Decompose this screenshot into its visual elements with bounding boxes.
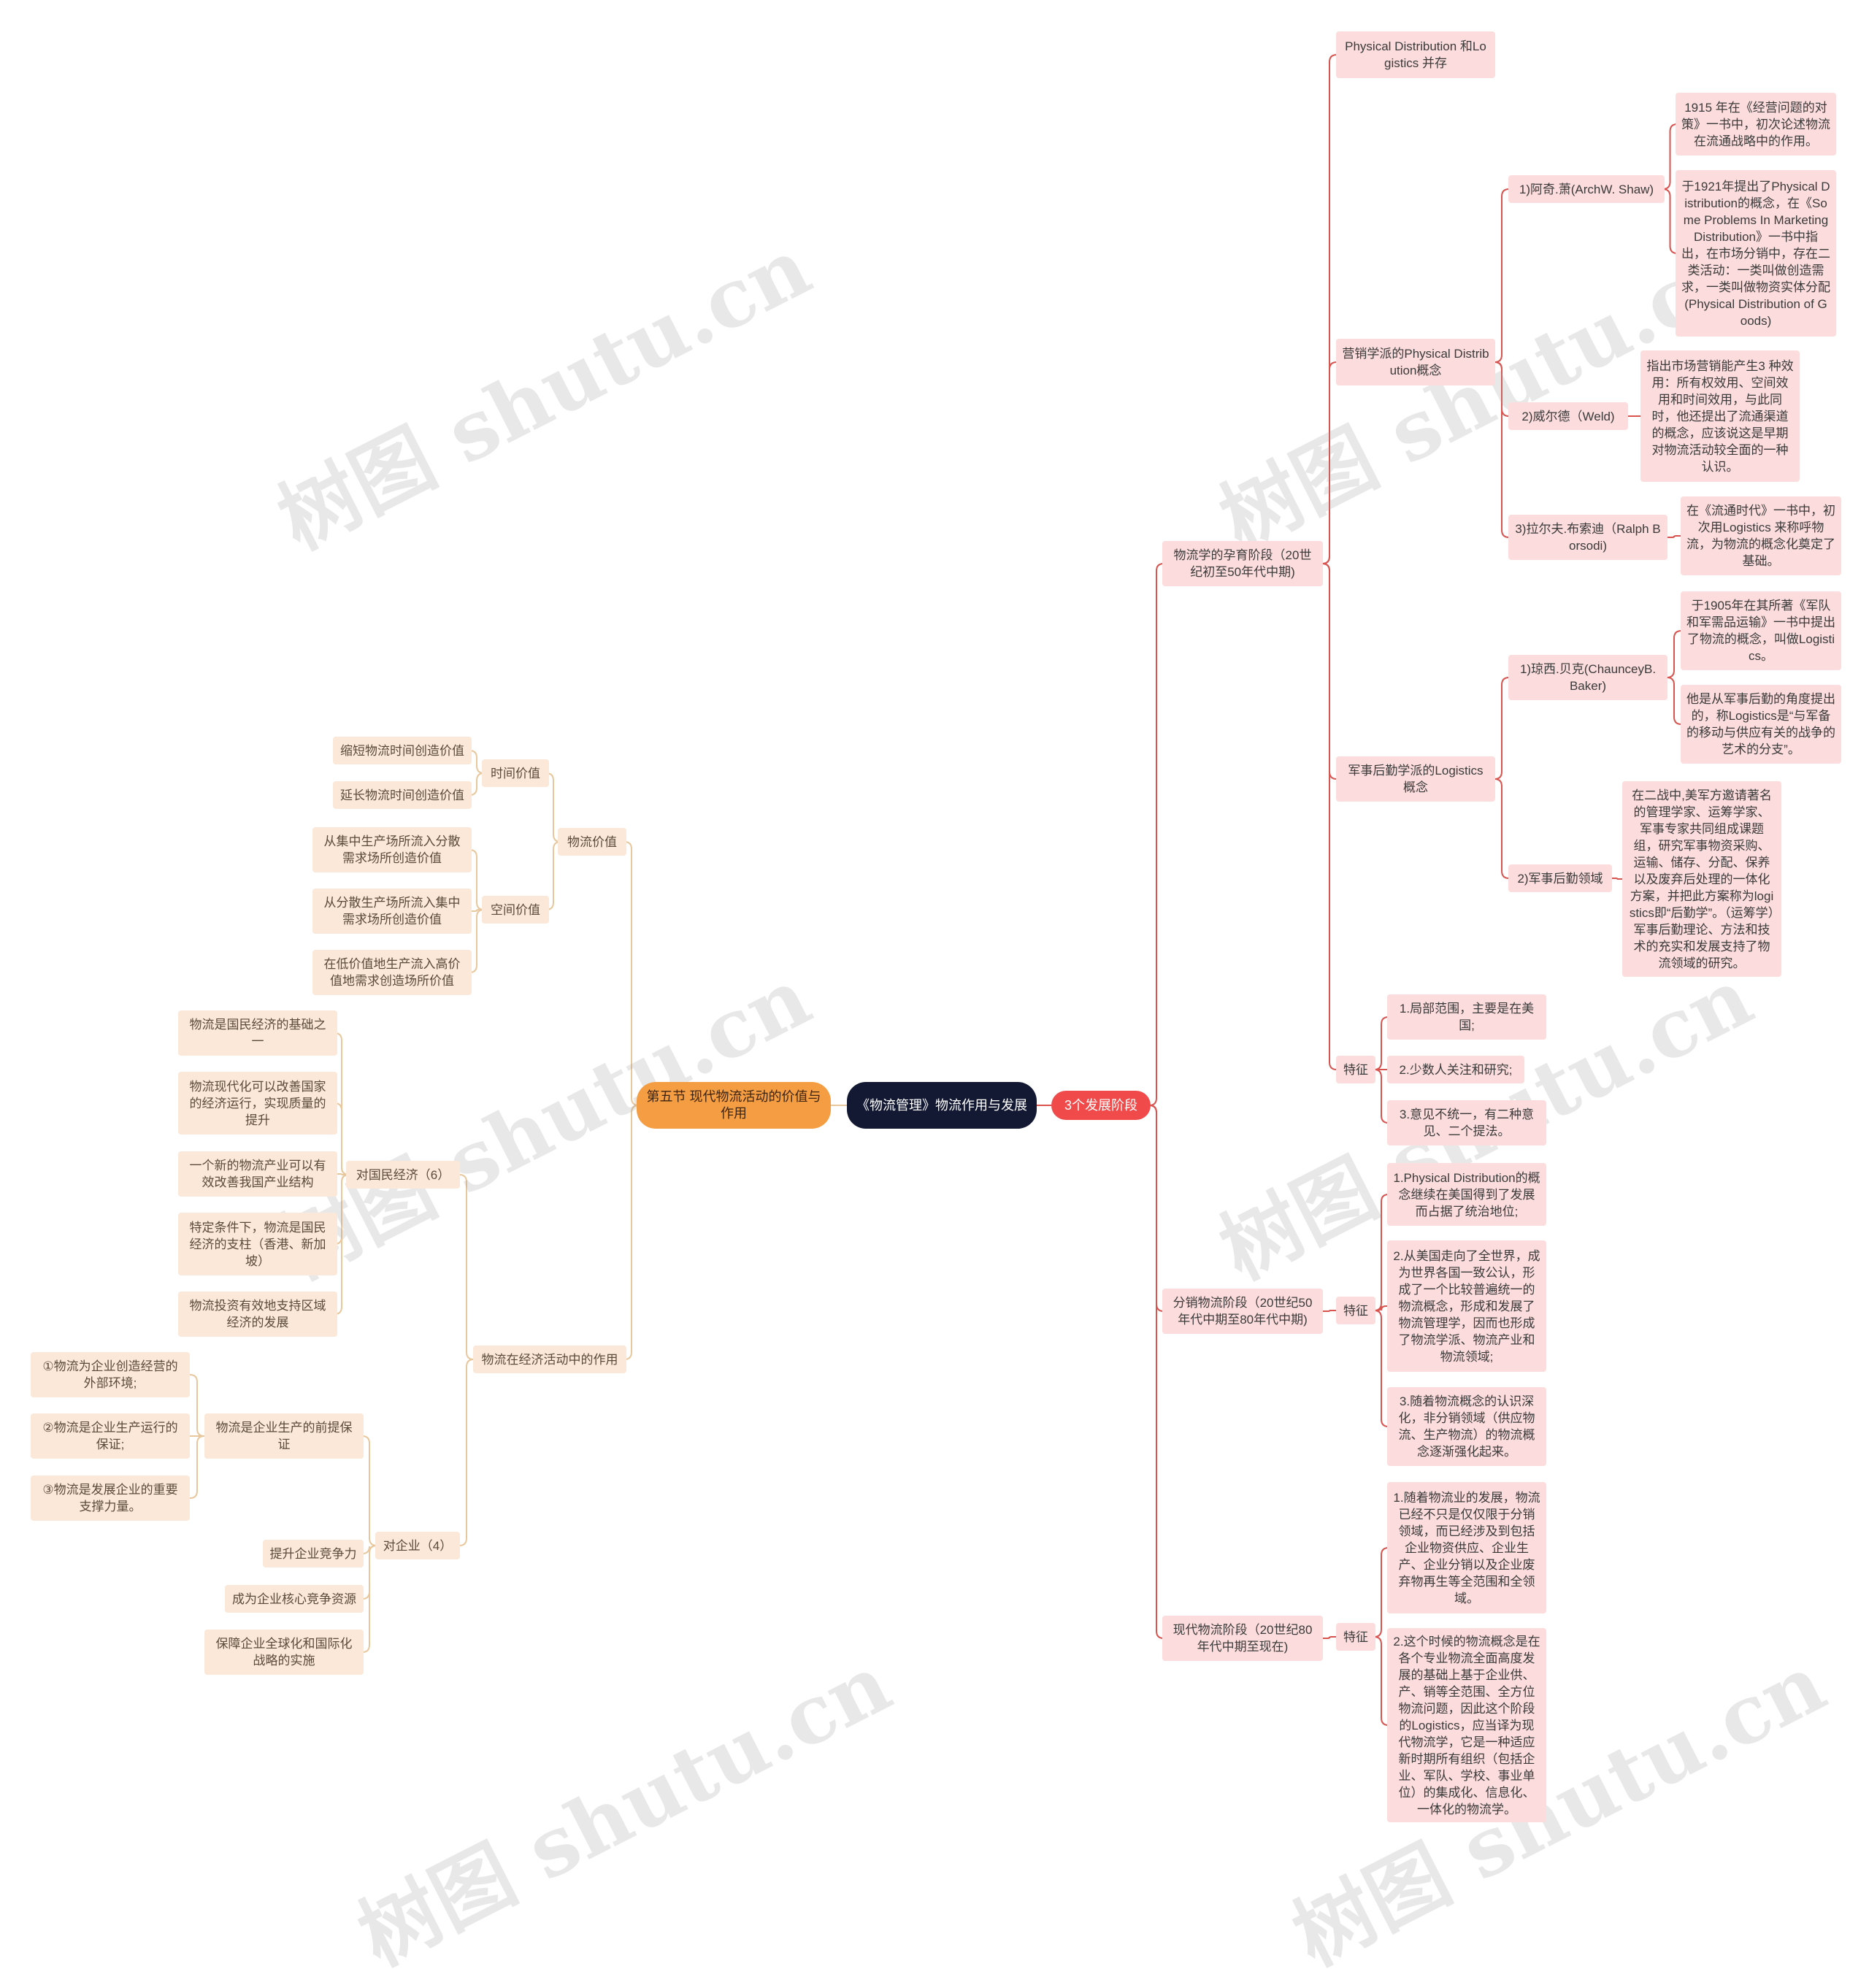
connector-line <box>469 750 485 774</box>
connector-line <box>361 1545 377 1653</box>
connector-line <box>458 1174 475 1360</box>
premise-1[interactable]: ①物流为企业创造经营的外部环境; <box>31 1352 190 1397</box>
borsodi-detail[interactable]: 在《流通时代》一书中，初次用Logistics 来称呼物流，为物流的概念化奠定了… <box>1681 496 1841 575</box>
connector-line <box>623 841 640 1106</box>
stage1-feature-2[interactable]: 2.少数人关注和研究; <box>1387 1056 1524 1083</box>
military-field-detail[interactable]: 在二战中,美军方邀请著名的管理学家、运筹学家、军事专家共同组成课题组，研究军事物… <box>1622 781 1781 977</box>
military-school-node[interactable]: 军事后勤学派的Logistics概念 <box>1336 756 1495 802</box>
stage2-feature-node[interactable]: 特征 <box>1336 1297 1375 1324</box>
connector-line <box>545 772 561 843</box>
connector-line <box>1321 361 1338 564</box>
stage2-feature-3[interactable]: 3.随着物流概念的认识深化，非分销领域（供应物流、生产物流）的物流概念逐渐强化起… <box>1387 1387 1546 1466</box>
stages-topic[interactable]: 3个发展阶段 <box>1051 1091 1151 1120</box>
connector-line <box>1494 677 1510 780</box>
enterprise-premise-node[interactable]: 物流是企业生产的前提保证 <box>204 1413 364 1459</box>
connector-line <box>334 1174 350 1315</box>
connector-line <box>189 1374 205 1437</box>
connector-line <box>623 1105 640 1360</box>
connector-line <box>337 1173 346 1175</box>
stage3-feature-2[interactable]: 2.这个时候的物流概念是在各个专业物流全面高度发展的基础上基于企业供、产、销等全… <box>1387 1628 1546 1822</box>
connector-line <box>189 1435 205 1499</box>
connector-line <box>1373 1636 1389 1726</box>
marketing-school-node[interactable]: 营销学派的Physical Distribution概念 <box>1336 339 1495 385</box>
stage1-feature-node[interactable]: 特征 <box>1336 1056 1375 1083</box>
national-economy-node[interactable]: 对国民经济（6） <box>346 1161 460 1189</box>
connector-line <box>1373 1194 1389 1311</box>
connector-line <box>1375 1305 1387 1311</box>
connector-line <box>1662 123 1678 190</box>
connector-line <box>469 772 485 796</box>
pd-logistics-node[interactable]: Physical Distribution 和Logistics 并存 <box>1336 31 1495 78</box>
space-value-1[interactable]: 从集中生产场所流入分散需求场所创造价值 <box>312 827 472 872</box>
connector-line <box>1323 1636 1336 1639</box>
enterprise-competitiveness[interactable]: 提升企业竞争力 <box>263 1540 364 1567</box>
stage3-feature-node[interactable]: 特征 <box>1336 1623 1375 1651</box>
connector-line <box>1666 630 1682 678</box>
stage1-feature-1[interactable]: 1.局部范围，主要是在美国; <box>1387 994 1546 1040</box>
enterprise-globalization[interactable]: 保障企业全球化和国际化战略的实施 <box>204 1630 364 1675</box>
military-field-node[interactable]: 2)军事后勤领域 <box>1508 864 1612 892</box>
baker-node[interactable]: 1)琼西.贝克(ChaunceyB. Baker) <box>1508 655 1667 700</box>
enterprise-node[interactable]: 对企业（4） <box>375 1532 460 1559</box>
time-value-2[interactable]: 延长物流时间创造价值 <box>333 781 472 809</box>
connector-line <box>1494 361 1510 538</box>
connector-line <box>1321 563 1338 1070</box>
connector-line <box>1148 563 1164 1106</box>
connector-line <box>1662 188 1678 254</box>
economy-role-4[interactable]: 特定条件下，物流是国民经济的支柱（香港、新加坡） <box>178 1213 337 1275</box>
connector-lines <box>189 54 1682 1726</box>
stage2-feature-1[interactable]: 1.Physical Distribution的概念继续在美国得到了发展而占据了… <box>1387 1163 1546 1226</box>
economy-role-1[interactable]: 物流是国民经济的基础之一 <box>178 1010 337 1056</box>
baker-detail-1[interactable]: 于1905年在其所著《军队和军需品运输》一书中提出了物流的概念，叫做Logist… <box>1681 591 1841 670</box>
connector-line <box>1373 1310 1389 1427</box>
connector-line <box>1323 1310 1336 1312</box>
time-value-node[interactable]: 时间价值 <box>482 759 549 787</box>
weld-detail[interactable]: 指出市场营销能产生3 种效用：所有权效用、空间效用和时间效用，与此同时，他还提出… <box>1640 350 1800 482</box>
baker-detail-2[interactable]: 他是从军事后勤的角度提出的，称Logistics是“与军备的移动与供应有关的战争… <box>1681 685 1841 764</box>
connector-line <box>1612 878 1622 880</box>
premise-2[interactable]: ②物流是企业生产运行的保证; <box>31 1413 190 1459</box>
logistics-value-node[interactable]: 物流价值 <box>558 828 626 856</box>
connector-line <box>1373 1016 1389 1070</box>
economic-role-node[interactable]: 物流在经济活动中的作用 <box>473 1346 626 1373</box>
connector-line <box>1667 535 1681 538</box>
connector-line <box>1373 1547 1389 1638</box>
time-value-1[interactable]: 缩短物流时间创造价值 <box>333 737 472 764</box>
connector-line <box>361 1435 377 1546</box>
space-value-node[interactable]: 空间价值 <box>482 896 549 924</box>
borsodi-node[interactable]: 3)拉尔夫.布索迪（Ralph Borsodi) <box>1508 515 1667 560</box>
economy-role-5[interactable]: 物流投资有效地支持区域经济的发展 <box>178 1292 337 1337</box>
weld-node[interactable]: 2)威尔德（Weld) <box>1508 402 1628 430</box>
stage1-node[interactable]: 物流学的孕育阶段（20世纪初至50年代中期) <box>1162 541 1323 586</box>
stage2-feature-2[interactable]: 2.从美国走向了全世界，成为世界各国一致公认，形成了一个比较普遍统一的物流概念，… <box>1387 1240 1546 1372</box>
shaw-node[interactable]: 1)阿奇.萧(ArchW. Shaw) <box>1508 175 1665 203</box>
stage3-feature-1[interactable]: 1.随着物流业的发展，物流已经不只是仅仅限于分销领域，而已经涉及到包括企业物资供… <box>1387 1482 1546 1613</box>
stage3-node[interactable]: 现代物流阶段（20世纪80年代中期至现在) <box>1162 1616 1323 1661</box>
connector-line <box>545 841 561 910</box>
stage1-feature-3[interactable]: 3.意见不统一，有二种意见、二个提法。 <box>1387 1100 1546 1145</box>
space-value-3[interactable]: 在低价值地生产流入高价值地需求创造场所价值 <box>312 950 472 995</box>
connector-line <box>472 909 482 912</box>
connector-line <box>1494 778 1510 879</box>
connector-line <box>1373 1069 1389 1124</box>
premise-3[interactable]: ③物流是发展企业的重要支撑力量。 <box>31 1475 190 1521</box>
connector-line <box>1148 1105 1164 1639</box>
connector-line <box>1666 677 1682 725</box>
economy-role-3[interactable]: 一个新的物流产业可以有效改善我国产业结构 <box>178 1151 337 1197</box>
space-value-2[interactable]: 从分散生产场所流入集中需求场所创造价值 <box>312 889 472 934</box>
economy-role-2[interactable]: 物流现代化可以改善国家的经济运行，实现质量的提升 <box>178 1072 337 1135</box>
connector-line <box>1494 188 1510 363</box>
root-topic[interactable]: 《物流管理》物流作用与发展 <box>847 1082 1037 1129</box>
connector-line <box>458 1359 475 1546</box>
connector-line <box>469 909 485 973</box>
section-topic[interactable]: 第五节 现代物流活动的价值与作用 <box>637 1082 831 1129</box>
shaw-detail-1[interactable]: 1915 年在《经营问题的对策》一书中，初次论述物流在流通战略中的作用。 <box>1676 93 1836 156</box>
stage2-node[interactable]: 分销物流阶段（20世纪50年代中期至80年代中期) <box>1162 1289 1323 1334</box>
shaw-detail-2[interactable]: 于1921年提出了Physical Distribution的概念，在《Some… <box>1676 170 1836 337</box>
enterprise-core-resource[interactable]: 成为企业核心竞争资源 <box>225 1585 364 1613</box>
